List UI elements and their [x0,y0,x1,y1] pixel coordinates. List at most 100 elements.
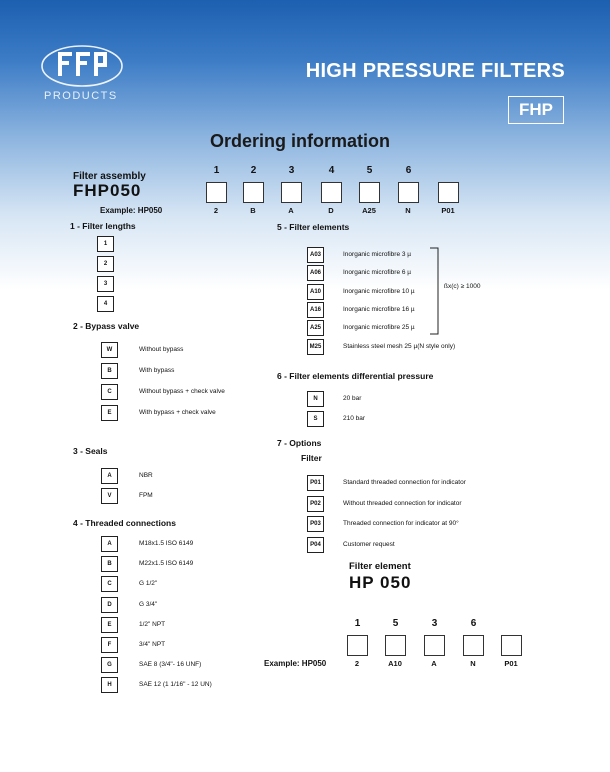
option-description: Inorganic microfibre 10 µ [343,287,415,295]
option-code-box: B [101,556,118,573]
code-box [243,182,264,203]
option-description: SAE 8 (3/4"- 16 UNF) [139,661,202,669]
option-description: With bypass [139,367,175,374]
option-code-box: N [307,391,324,407]
option-code-box: B [101,363,118,379]
position-number: 3 [431,618,438,629]
section-title-diff-pressure: 6 - Filter elements differential pressur… [277,371,434,381]
option-code-box: W [101,342,118,358]
option-description: Stainless steel mesh 25 µ(N style only) [343,342,456,350]
option-code-box: G [101,657,118,674]
option-description: Inorganic microfibre 6 µ [343,269,412,277]
example-value: 2 [354,659,360,668]
option-description: Without bypass + check valve [139,388,225,395]
option-code-box: 2 [97,256,114,272]
option-code-box: D [101,596,118,613]
option-code-box: F [101,637,118,653]
assembly-code: FHP050 [73,181,142,200]
beta-ratio-note: ßx(c) ≥ 1000 [444,283,481,290]
example-value: D [328,206,334,215]
option-code-box: V [101,488,118,504]
code-box [438,182,459,203]
option-code-box: 3 [97,276,114,292]
code-box [424,635,445,656]
option-code-box: P01 [307,475,324,491]
option-description: Inorganic microfibre 16 µ [343,305,415,313]
position-number: 6 [470,618,477,629]
section-heading: Ordering information [210,131,390,151]
series-badge: FHP [508,96,564,124]
example-value: 2 [213,206,219,215]
option-code-box: M25 [307,338,324,355]
brand-text: PRODUCTS [44,90,118,102]
option-code-box: P04 [307,536,324,553]
example-value: P01 [441,206,455,215]
option-description: With bypass + check valve [139,409,216,416]
position-number: 3 [288,165,295,176]
code-box [501,635,522,656]
example-value: A [288,206,294,215]
option-description: G 1/2" [139,580,158,588]
option-code-box: C [101,576,118,593]
option-code-box: A03 [307,247,324,263]
element-example-label: Example: HP050 [264,659,327,668]
position-number: 5 [366,165,373,176]
position-number: 1 [213,165,220,176]
position-number: 5 [392,618,399,629]
option-description: 3/4" NPT [139,641,166,648]
option-code-box: H [101,677,118,694]
option-description: 210 bar [343,415,366,422]
example-value: A25 [362,206,376,215]
position-number: 4 [328,165,335,176]
option-code-box: A16 [307,301,324,318]
position-number: 6 [405,165,412,176]
option-description: 20 bar [343,395,362,402]
option-code-box: A25 [307,320,324,337]
example-value: B [250,206,256,215]
section-title-seals: 3 - Seals [73,446,108,456]
option-code-box: 4 [97,296,114,312]
option-description: G 3/4" [139,600,158,608]
assembly-label: Filter assembly [73,171,146,182]
code-box [398,182,419,203]
code-box [281,182,302,203]
option-code-box: S [307,411,324,427]
element-code: HP 050 [349,573,412,592]
option-code-box: A [101,536,118,552]
option-description: Without threaded connection for indicato… [343,499,462,507]
option-code-box: A06 [307,265,324,282]
position-number: 2 [250,165,257,176]
example-value: A [431,659,437,668]
section-title-filter-elements: 5 - Filter elements [277,222,350,232]
option-code-box: A10 [307,283,324,300]
example-value: P01 [504,659,518,668]
option-description: NBR [139,472,153,479]
option-code-box: P02 [307,495,324,512]
position-number: 1 [354,618,361,629]
assembly-example-label: Example: HP050 [100,206,163,215]
option-description: Standard threaded connection for indicat… [343,479,466,486]
section-title-filter-lengths: 1 - Filter lengths [70,221,136,231]
option-code-box: C [101,384,118,400]
option-description: Customer request [343,540,395,548]
example-value: N [405,206,411,215]
option-description: Inorganic microfibre 25 µ [343,324,415,332]
example-value: A10 [388,659,402,668]
option-code-box: E [101,616,118,633]
option-description: Without bypass [139,346,184,353]
option-description: Inorganic microfibre 3 µ [343,251,412,258]
option-description: M22x1.5 ISO 6149 [139,560,194,568]
code-box [347,635,368,656]
option-description: SAE 12 (1 1/16" - 12 UN) [139,681,212,689]
company-logo [41,45,123,87]
option-code-box: A [101,468,118,484]
options-subtitle: Filter [301,453,322,463]
code-box [359,182,380,203]
code-box [206,182,227,203]
example-value: N [470,659,476,668]
section-title-threaded: 4 - Threaded connections [73,518,176,528]
option-code-box: E [101,405,118,421]
option-code-box: 1 [97,236,114,252]
section-title-bypass-valve: 2 - Bypass valve [73,321,140,331]
code-box [321,182,342,203]
